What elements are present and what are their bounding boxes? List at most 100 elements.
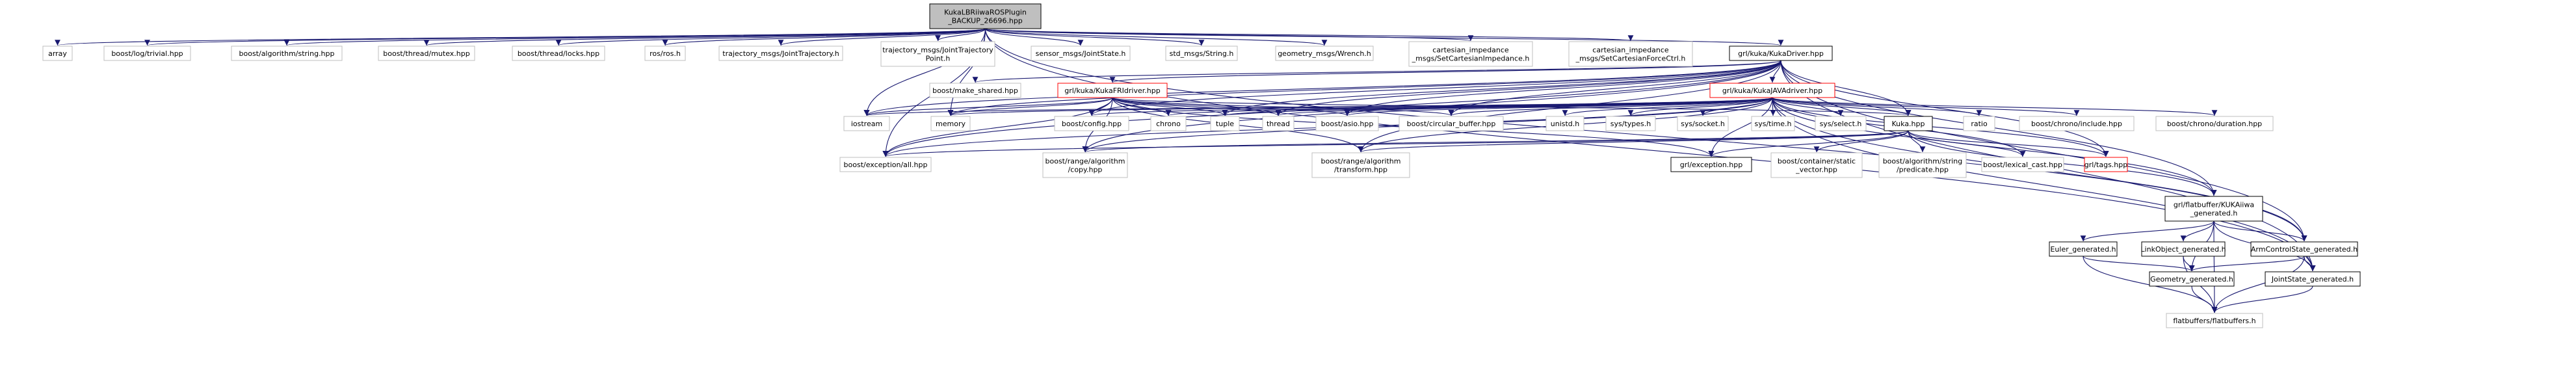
node-cfc[interactable]: cartesian_impedance_msgs/SetCartesianFor… xyxy=(1568,41,1693,67)
node-kuka[interactable]: Kuka.hpp xyxy=(1884,116,1933,131)
node-bchronoinc[interactable]: boost/chrono/include.hpp xyxy=(2019,116,2135,131)
node-blocks[interactable]: boost/thread/locks.hpp xyxy=(512,46,605,61)
node-bcirc[interactable]: boost/circular_buffer.hpp xyxy=(1399,116,1504,131)
node-box xyxy=(880,41,995,67)
node-makeshared[interactable]: boost/make_shared.hpp xyxy=(929,83,1021,98)
node-label: grl/kuka/KukaFRIdriver.hpp xyxy=(1064,86,1160,95)
node-tjt[interactable]: trajectory_msgs/JointTrajectory.h xyxy=(718,46,843,61)
node-box xyxy=(1770,152,1863,178)
edge-driver-to-thread xyxy=(1275,60,1781,116)
node-box xyxy=(1815,116,1867,131)
node-cimp[interactable]: cartesian_impedance_msgs/SetCartesianImp… xyxy=(1408,41,1533,67)
node-brcopy[interactable]: boost/range/algorithm/copy.hpp xyxy=(1042,152,1128,178)
edge-kuka-to-brcopy xyxy=(1083,130,1909,153)
node-geom[interactable]: Geometry_generated.h xyxy=(2149,271,2235,287)
node-box xyxy=(1399,116,1504,131)
node-label: sys/select.h xyxy=(1820,120,1862,128)
node-fri[interactable]: grl/kuka/KukaFRIdriver.hpp xyxy=(1057,83,1168,98)
node-label: sensor_msgs/JointState.h xyxy=(1036,49,1126,58)
node-fbkuka[interactable]: grl/flatbuffer/KUKAiiwa_generated.h xyxy=(2164,196,2263,222)
node-label: grl/kuka/KukaJAVAdriver.hpp xyxy=(1722,86,1822,95)
node-flatbuffers[interactable]: flatbuffers/flatbuffers.h xyxy=(2166,313,2263,328)
node-label: boost/algorithm/string xyxy=(1883,157,1963,166)
node-tuple[interactable]: tuple xyxy=(1210,116,1240,131)
edge-fbkuka-to-armctrl xyxy=(2213,220,2307,242)
node-linkobj[interactable]: LinkObject_generated.h xyxy=(2140,241,2226,257)
node-label: thread xyxy=(1267,120,1290,128)
edge-driver-to-fri xyxy=(1110,60,1781,83)
node-box xyxy=(1315,116,1379,131)
node-box xyxy=(1545,116,1584,131)
node-label: boost/circular_buffer.hpp xyxy=(1407,120,1496,128)
node-sstr[interactable]: std_msgs/String.h xyxy=(1165,46,1238,61)
node-grlexc[interactable]: grl/exception.hpp xyxy=(1670,157,1752,172)
node-label: memory xyxy=(936,120,966,128)
node-ros[interactable]: ros/ros.h xyxy=(644,46,686,61)
node-bmutex[interactable]: boost/thread/mutex.hpp xyxy=(378,46,475,61)
edge-java-to-ratio xyxy=(1772,97,1982,116)
node-label: _msgs/SetCartesianImpedance.h xyxy=(1412,55,1530,63)
node-bpred[interactable]: boost/algorithm/string/predicate.hpp xyxy=(1878,152,1967,178)
node-box xyxy=(103,46,191,61)
node-euler[interactable]: Euler_generated.h xyxy=(2049,241,2118,257)
node-thread[interactable]: thread xyxy=(1262,116,1295,131)
node-armctrl[interactable]: ArmControlState_generated.h xyxy=(2250,241,2358,257)
node-systime[interactable]: sys/time.h xyxy=(1751,116,1795,131)
edge-root-to-ros xyxy=(662,28,986,46)
node-iostream[interactable]: iostream xyxy=(843,116,890,131)
node-root[interactable]: KukaLBRiiwaROSPlugin_BACKUP_26696.hpp xyxy=(929,3,1042,29)
node-gwr[interactable]: geometry_msgs/Wrench.h xyxy=(1275,46,1374,61)
node-bexc[interactable]: boost/exception/all.hpp xyxy=(839,157,932,172)
edge-driver-to-makeshared xyxy=(973,60,1781,83)
node-box xyxy=(2019,116,2135,131)
node-java[interactable]: grl/kuka/KukaJAVAdriver.hpp xyxy=(1709,83,1835,98)
node-box xyxy=(1408,41,1533,67)
node-sjs[interactable]: sensor_msgs/JointState.h xyxy=(1031,46,1131,61)
edge-root-to-blocks xyxy=(556,28,986,46)
node-bstatic[interactable]: boost/container/static_vector.hpp xyxy=(1770,152,1863,178)
node-memory[interactable]: memory xyxy=(930,116,971,131)
node-label: boost/asio.hpp xyxy=(1321,120,1374,128)
node-box xyxy=(929,83,1021,98)
node-box xyxy=(1677,116,1729,131)
node-array[interactable]: array xyxy=(42,46,73,61)
node-sysselect[interactable]: sys/select.h xyxy=(1815,116,1867,131)
node-label: /copy.hpp xyxy=(1068,166,1103,174)
node-box xyxy=(1884,116,1933,131)
node-syssocket[interactable]: sys/socket.h xyxy=(1677,116,1729,131)
edge-fri-to-iostream xyxy=(863,97,1113,116)
node-balgo[interactable]: boost/algorithm/string.hpp xyxy=(231,46,343,61)
node-blex[interactable]: boost/lexical_cast.hpp xyxy=(1981,157,2064,172)
edge-fri-to-basio xyxy=(1112,97,1350,116)
node-jointstate[interactable]: JointState_generated.h xyxy=(2265,271,2361,287)
node-systypes[interactable]: sys/types.h xyxy=(1605,116,1656,131)
node-label: boost/make_shared.hpp xyxy=(932,86,1018,95)
node-ratio[interactable]: ratio xyxy=(1963,116,1995,131)
node-box xyxy=(1981,157,2064,172)
node-label: unistd.h xyxy=(1551,120,1580,128)
node-bconfig[interactable]: boost/config.hpp xyxy=(1054,116,1129,131)
node-unistd[interactable]: unistd.h xyxy=(1545,116,1584,131)
node-box xyxy=(2049,241,2118,257)
node-label: _BACKUP_26696.hpp xyxy=(947,17,1023,25)
node-label: LinkObject_generated.h xyxy=(2140,245,2226,254)
node-label: ratio xyxy=(1971,120,1988,128)
edge-root-to-gwr xyxy=(984,28,1328,46)
edge-java-to-grltags xyxy=(1772,97,2109,157)
edge-java-to-basio xyxy=(1345,97,1773,116)
node-driver[interactable]: grl/kuka/KukaDriver.hpp xyxy=(1729,46,1833,61)
node-box xyxy=(839,157,932,172)
node-chrono[interactable]: chrono xyxy=(1150,116,1187,131)
node-label: cartesian_impedance xyxy=(1592,46,1669,55)
edge-java-to-fbkuka xyxy=(1772,97,2217,196)
node-brtrans[interactable]: boost/range/algorithm/transform.hpp xyxy=(1311,152,1410,178)
node-grltags[interactable]: grl/tags.hpp xyxy=(2084,157,2128,172)
node-blog[interactable]: boost/log/trivial.hpp xyxy=(103,46,191,61)
edge-driver-to-iostream xyxy=(863,60,1781,116)
node-box xyxy=(512,46,605,61)
node-basio[interactable]: boost/asio.hpp xyxy=(1315,116,1379,131)
node-bchronodur[interactable]: boost/chrono/duration.hpp xyxy=(2155,116,2274,131)
edge-root-to-bmutex xyxy=(424,28,986,46)
node-box xyxy=(2166,313,2263,328)
